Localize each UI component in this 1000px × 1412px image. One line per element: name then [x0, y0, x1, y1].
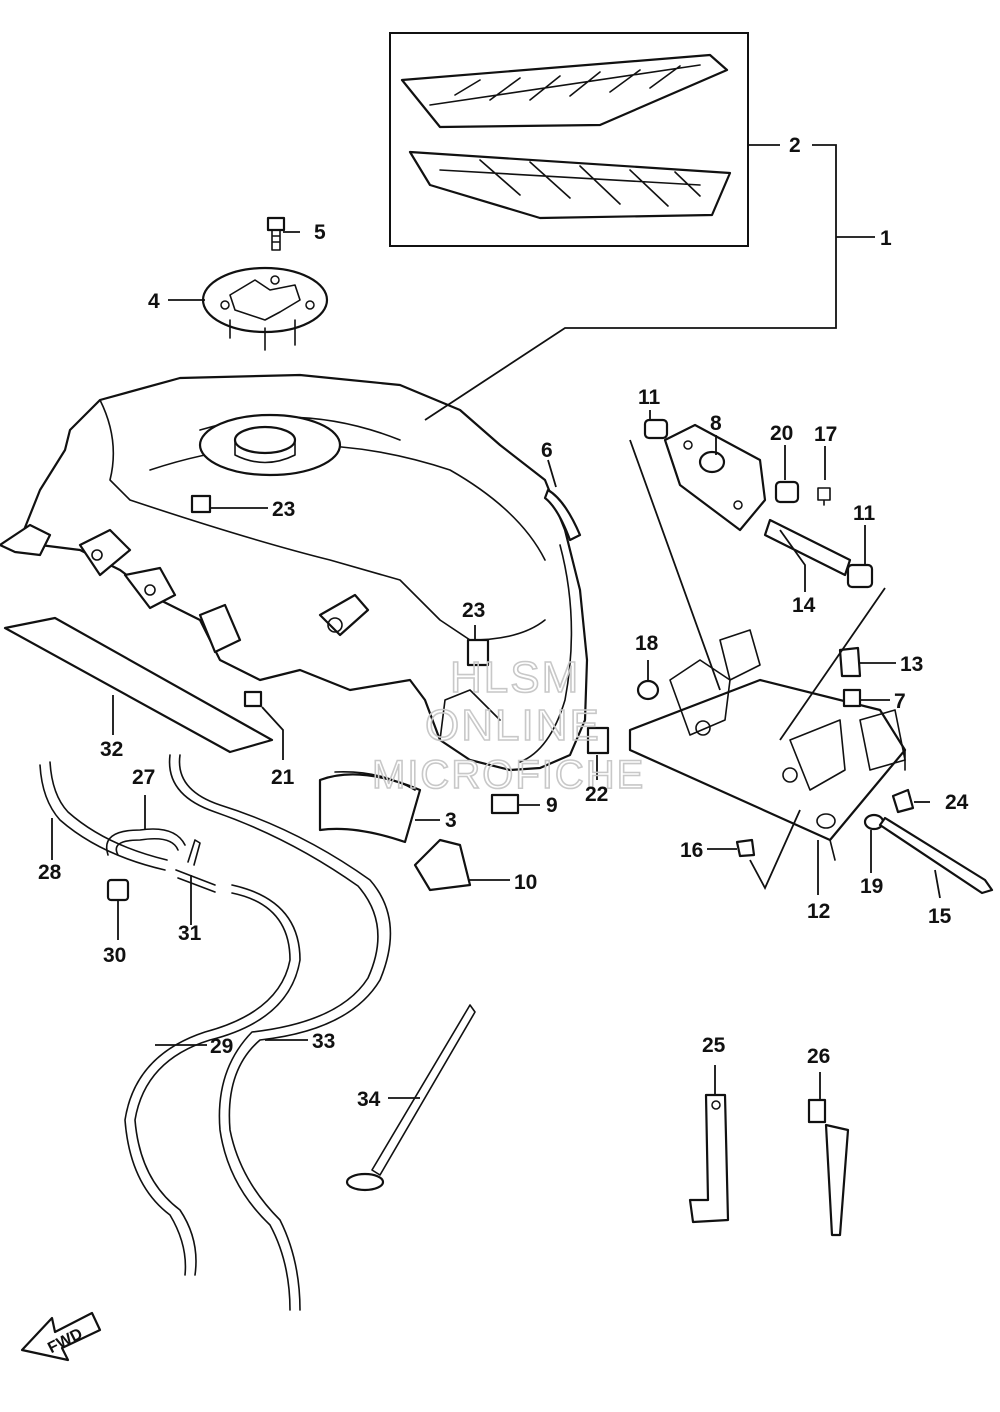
callout-16: 16	[680, 839, 703, 862]
callout-2: 2	[789, 134, 801, 157]
fuel-cap-bolt	[266, 216, 286, 251]
callout-11a: 11	[638, 386, 661, 409]
fwd-arrow-icon: FWD	[20, 1311, 102, 1362]
watermark-line-3: MICROFICHE	[372, 753, 645, 797]
callout-22: 22	[585, 783, 608, 806]
clip-13	[838, 646, 862, 678]
callout-26: 26	[807, 1045, 830, 1068]
watermark: HLSM ONLINE MICROFICHE	[371, 652, 645, 798]
heat-shield-sheet	[3, 616, 274, 754]
hoses	[39, 754, 392, 1311]
damper-sleeve	[318, 771, 422, 844]
callout-10: 10	[514, 871, 537, 894]
callout-34: 34	[357, 1088, 381, 1111]
callout-23a: 23	[272, 498, 295, 521]
fuel-tank	[0, 373, 589, 772]
callout-27: 27	[132, 766, 155, 789]
callout-18: 18	[635, 632, 659, 655]
callout-9: 9	[546, 794, 558, 817]
clip-24	[891, 788, 915, 814]
callout-24: 24	[945, 791, 969, 814]
callout-labels: 1 2 3 4 5 6 7 8 9 10 11 11 12 13 14 15 1…	[38, 134, 969, 1111]
pad-22	[586, 726, 610, 755]
watermark-line-1: HLSM	[450, 653, 580, 702]
nut-7	[842, 688, 862, 708]
callout-15: 15	[928, 905, 952, 928]
cushion-bracket	[413, 838, 472, 892]
cable-tie-26	[807, 1098, 850, 1237]
callout-21: 21	[271, 766, 295, 789]
callout-19: 19	[860, 875, 883, 898]
callout-23b: 23	[462, 599, 485, 622]
bolt-16	[735, 838, 756, 858]
trim-strip	[543, 488, 582, 542]
pad-23	[466, 638, 490, 667]
hinge-assembly	[643, 418, 874, 589]
callout-33: 33	[312, 1030, 335, 1053]
cushion-small	[490, 793, 520, 815]
callout-31: 31	[178, 922, 202, 945]
leader-lines	[51, 144, 941, 1100]
washer-19	[863, 813, 885, 831]
watermark-line-2: ONLINE	[425, 701, 601, 750]
washer-18	[636, 679, 660, 701]
callout-8: 8	[710, 412, 722, 435]
callout-20: 20	[770, 422, 793, 445]
callout-28: 28	[38, 861, 62, 884]
dipstick	[345, 1004, 476, 1192]
clamp-25	[688, 1093, 730, 1224]
seat-bracket	[628, 629, 907, 861]
callout-4: 4	[148, 290, 160, 313]
callout-3: 3	[445, 809, 457, 832]
callout-7: 7	[894, 690, 906, 713]
callout-1: 1	[880, 227, 892, 250]
callout-29: 29	[210, 1035, 233, 1058]
callout-13: 13	[900, 653, 923, 676]
bolt-15	[878, 816, 994, 895]
callout-5: 5	[314, 221, 326, 244]
emblem-kit-box	[389, 32, 749, 247]
callout-14: 14	[792, 594, 816, 617]
callout-11b: 11	[853, 502, 876, 525]
callout-12: 12	[807, 900, 830, 923]
callout-30: 30	[103, 944, 126, 967]
fuel-cap-plate	[201, 266, 329, 351]
callout-25: 25	[702, 1034, 726, 1057]
callout-17: 17	[814, 423, 837, 446]
callout-6: 6	[541, 439, 553, 462]
callout-32: 32	[100, 738, 123, 761]
